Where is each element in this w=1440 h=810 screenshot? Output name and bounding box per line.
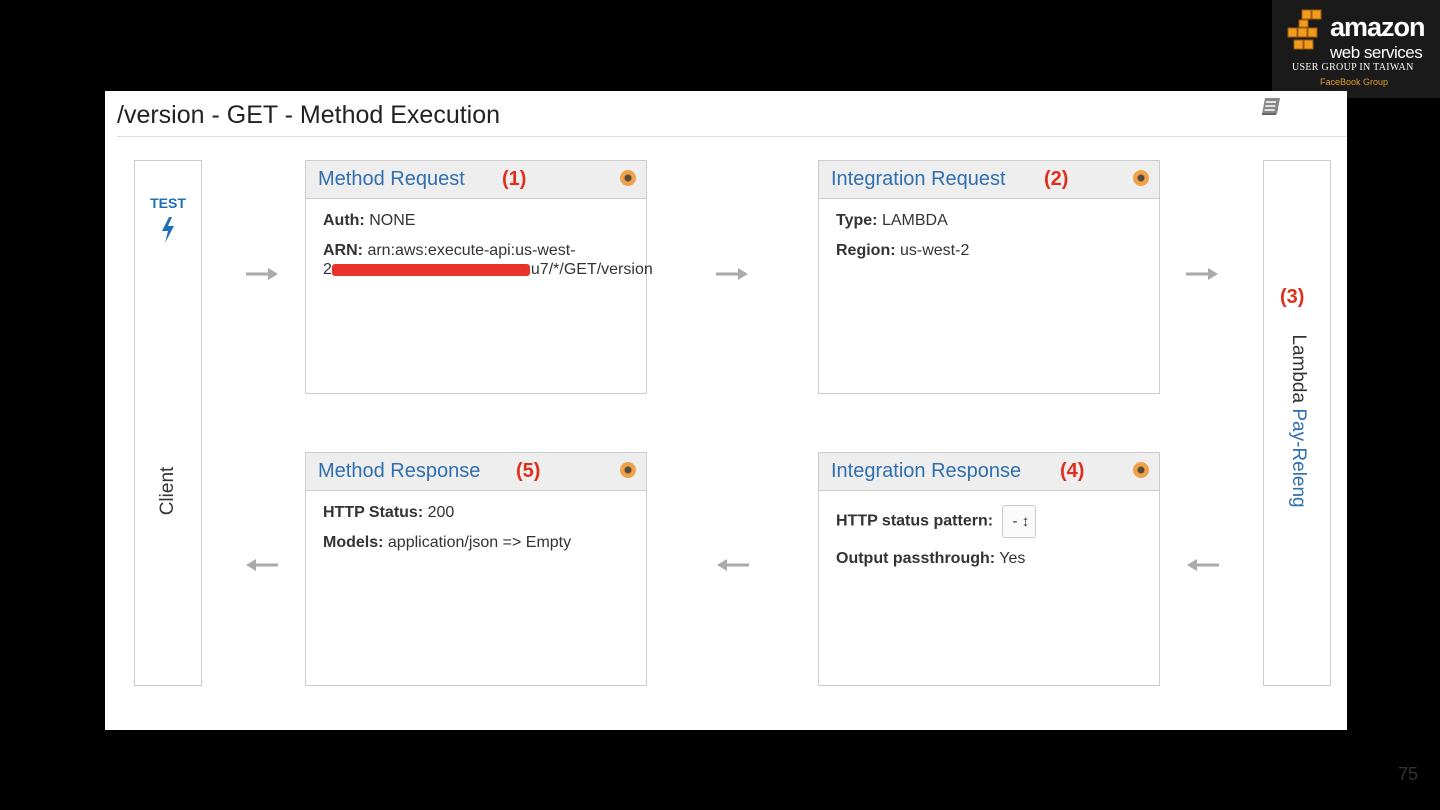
passthrough-label: Output passthrough: (836, 550, 996, 567)
models-row: Models: application/json => Empty (323, 533, 629, 552)
status-pattern-label: HTTP status pattern: (836, 512, 994, 530)
lambda-function-link[interactable]: Pay-Releng (1288, 408, 1309, 508)
marker-4: (4) (1060, 460, 1085, 482)
models-label: Models: (323, 534, 384, 551)
arn-row: ARN: arn:aws:execute-api:us-west- 2 u7/*/… (323, 241, 653, 279)
integration-response-link[interactable]: Integration Response (831, 460, 1022, 482)
title-divider (117, 136, 1347, 137)
arn-prefix: 2 (323, 261, 332, 278)
lambda-column: (3) Lambda Pay-Releng (1263, 160, 1331, 686)
marker-3: (3) (1280, 286, 1305, 308)
method-request-box: Method Request (1) Auth: NONE ARN: arn:a… (305, 160, 653, 394)
arrow-left-icon (1187, 559, 1219, 571)
passthrough-row: Output passthrough: Yes (836, 549, 1142, 568)
auth-value: NONE (369, 212, 416, 229)
http-status-value: 200 (427, 504, 455, 521)
aws-user-group-logo: amazon web services USER GROUP IN TAIWAN… (1272, 0, 1440, 98)
logo-word: amazon (1330, 12, 1426, 42)
integration-request-header: Integration Request (2) (819, 161, 1159, 199)
region-value: us-west-2 (900, 242, 970, 259)
book-icon[interactable] (1260, 97, 1282, 117)
models-value: application/json => Empty (387, 534, 572, 551)
method-request-header: Method Request (1) (306, 161, 646, 199)
lambda-label: Lambda Pay-Releng (1287, 334, 1309, 507)
aws-cubes-icon (1287, 9, 1322, 50)
integration-response-box: Integration Response (4) HTTP status pat… (818, 452, 1160, 686)
auth-row: Auth: NONE (323, 211, 629, 230)
method-request-link[interactable]: Method Request (318, 168, 465, 190)
status-pattern-row: HTTP status pattern: - ↕ (836, 505, 1142, 538)
passthrough-value: Yes (999, 550, 1026, 567)
method-response-box: Method Response (5) HTTP Status: 200 Mod… (305, 452, 647, 686)
method-response-link[interactable]: Method Response (318, 460, 481, 482)
region-row: Region: us-west-2 (836, 241, 1142, 260)
method-execution-panel: /version - GET - Method Execution TEST C… (105, 91, 1347, 730)
logo-subtitle: web services (1330, 43, 1423, 62)
status-dot-icon (1133, 170, 1149, 186)
status-pattern-select[interactable]: - ↕ (1001, 505, 1037, 538)
lightning-bolt-icon[interactable] (160, 217, 176, 243)
region-label: Region: (836, 242, 896, 259)
arn-value-line1: arn:aws:execute-api:us-west- (367, 242, 576, 259)
redaction-mark (331, 263, 530, 276)
slide-number: 75 (1398, 764, 1419, 784)
client-column: TEST Client (134, 160, 202, 686)
http-status-row: HTTP Status: 200 (323, 503, 629, 522)
arn-value-line2: u7/*/GET/version (530, 261, 653, 278)
marker-2: (2) (1044, 168, 1069, 190)
type-value: LAMBDA (881, 212, 948, 229)
page-title: /version - GET - Method Execution (117, 101, 501, 129)
logo-facebook: FaceBook Group (1320, 77, 1389, 87)
http-status-label: HTTP Status: (323, 504, 424, 521)
integration-request-box: Integration Request (2) Type: LAMBDA Reg… (818, 160, 1160, 394)
arn-label: ARN: (323, 242, 363, 259)
auth-label: Auth: (323, 212, 365, 229)
integration-response-header: Integration Response (4) (819, 453, 1159, 491)
status-pattern-value: - (1012, 513, 1018, 530)
arrow-left-icon (717, 559, 749, 571)
marker-1: (1) (502, 168, 527, 190)
logo-group: USER GROUP IN TAIWAN (1292, 62, 1414, 73)
type-label: Type: (836, 212, 878, 229)
arrow-right-icon (1186, 268, 1218, 280)
arrow-left-icon (246, 559, 278, 571)
select-arrows-icon: ↕ (1021, 513, 1030, 530)
method-response-header: Method Response (5) (306, 453, 646, 491)
client-label: Client (157, 466, 178, 516)
lambda-text: Lambda (1288, 334, 1309, 404)
test-link[interactable]: TEST (150, 195, 186, 211)
marker-5: (5) (516, 460, 541, 482)
arrow-right-icon (716, 268, 748, 280)
type-row: Type: LAMBDA (836, 211, 1142, 230)
status-dot-icon (620, 462, 636, 478)
status-dot-icon (1133, 462, 1149, 478)
arrow-right-icon (246, 268, 278, 280)
integration-request-link[interactable]: Integration Request (831, 168, 1006, 190)
status-dot-icon (620, 170, 636, 186)
